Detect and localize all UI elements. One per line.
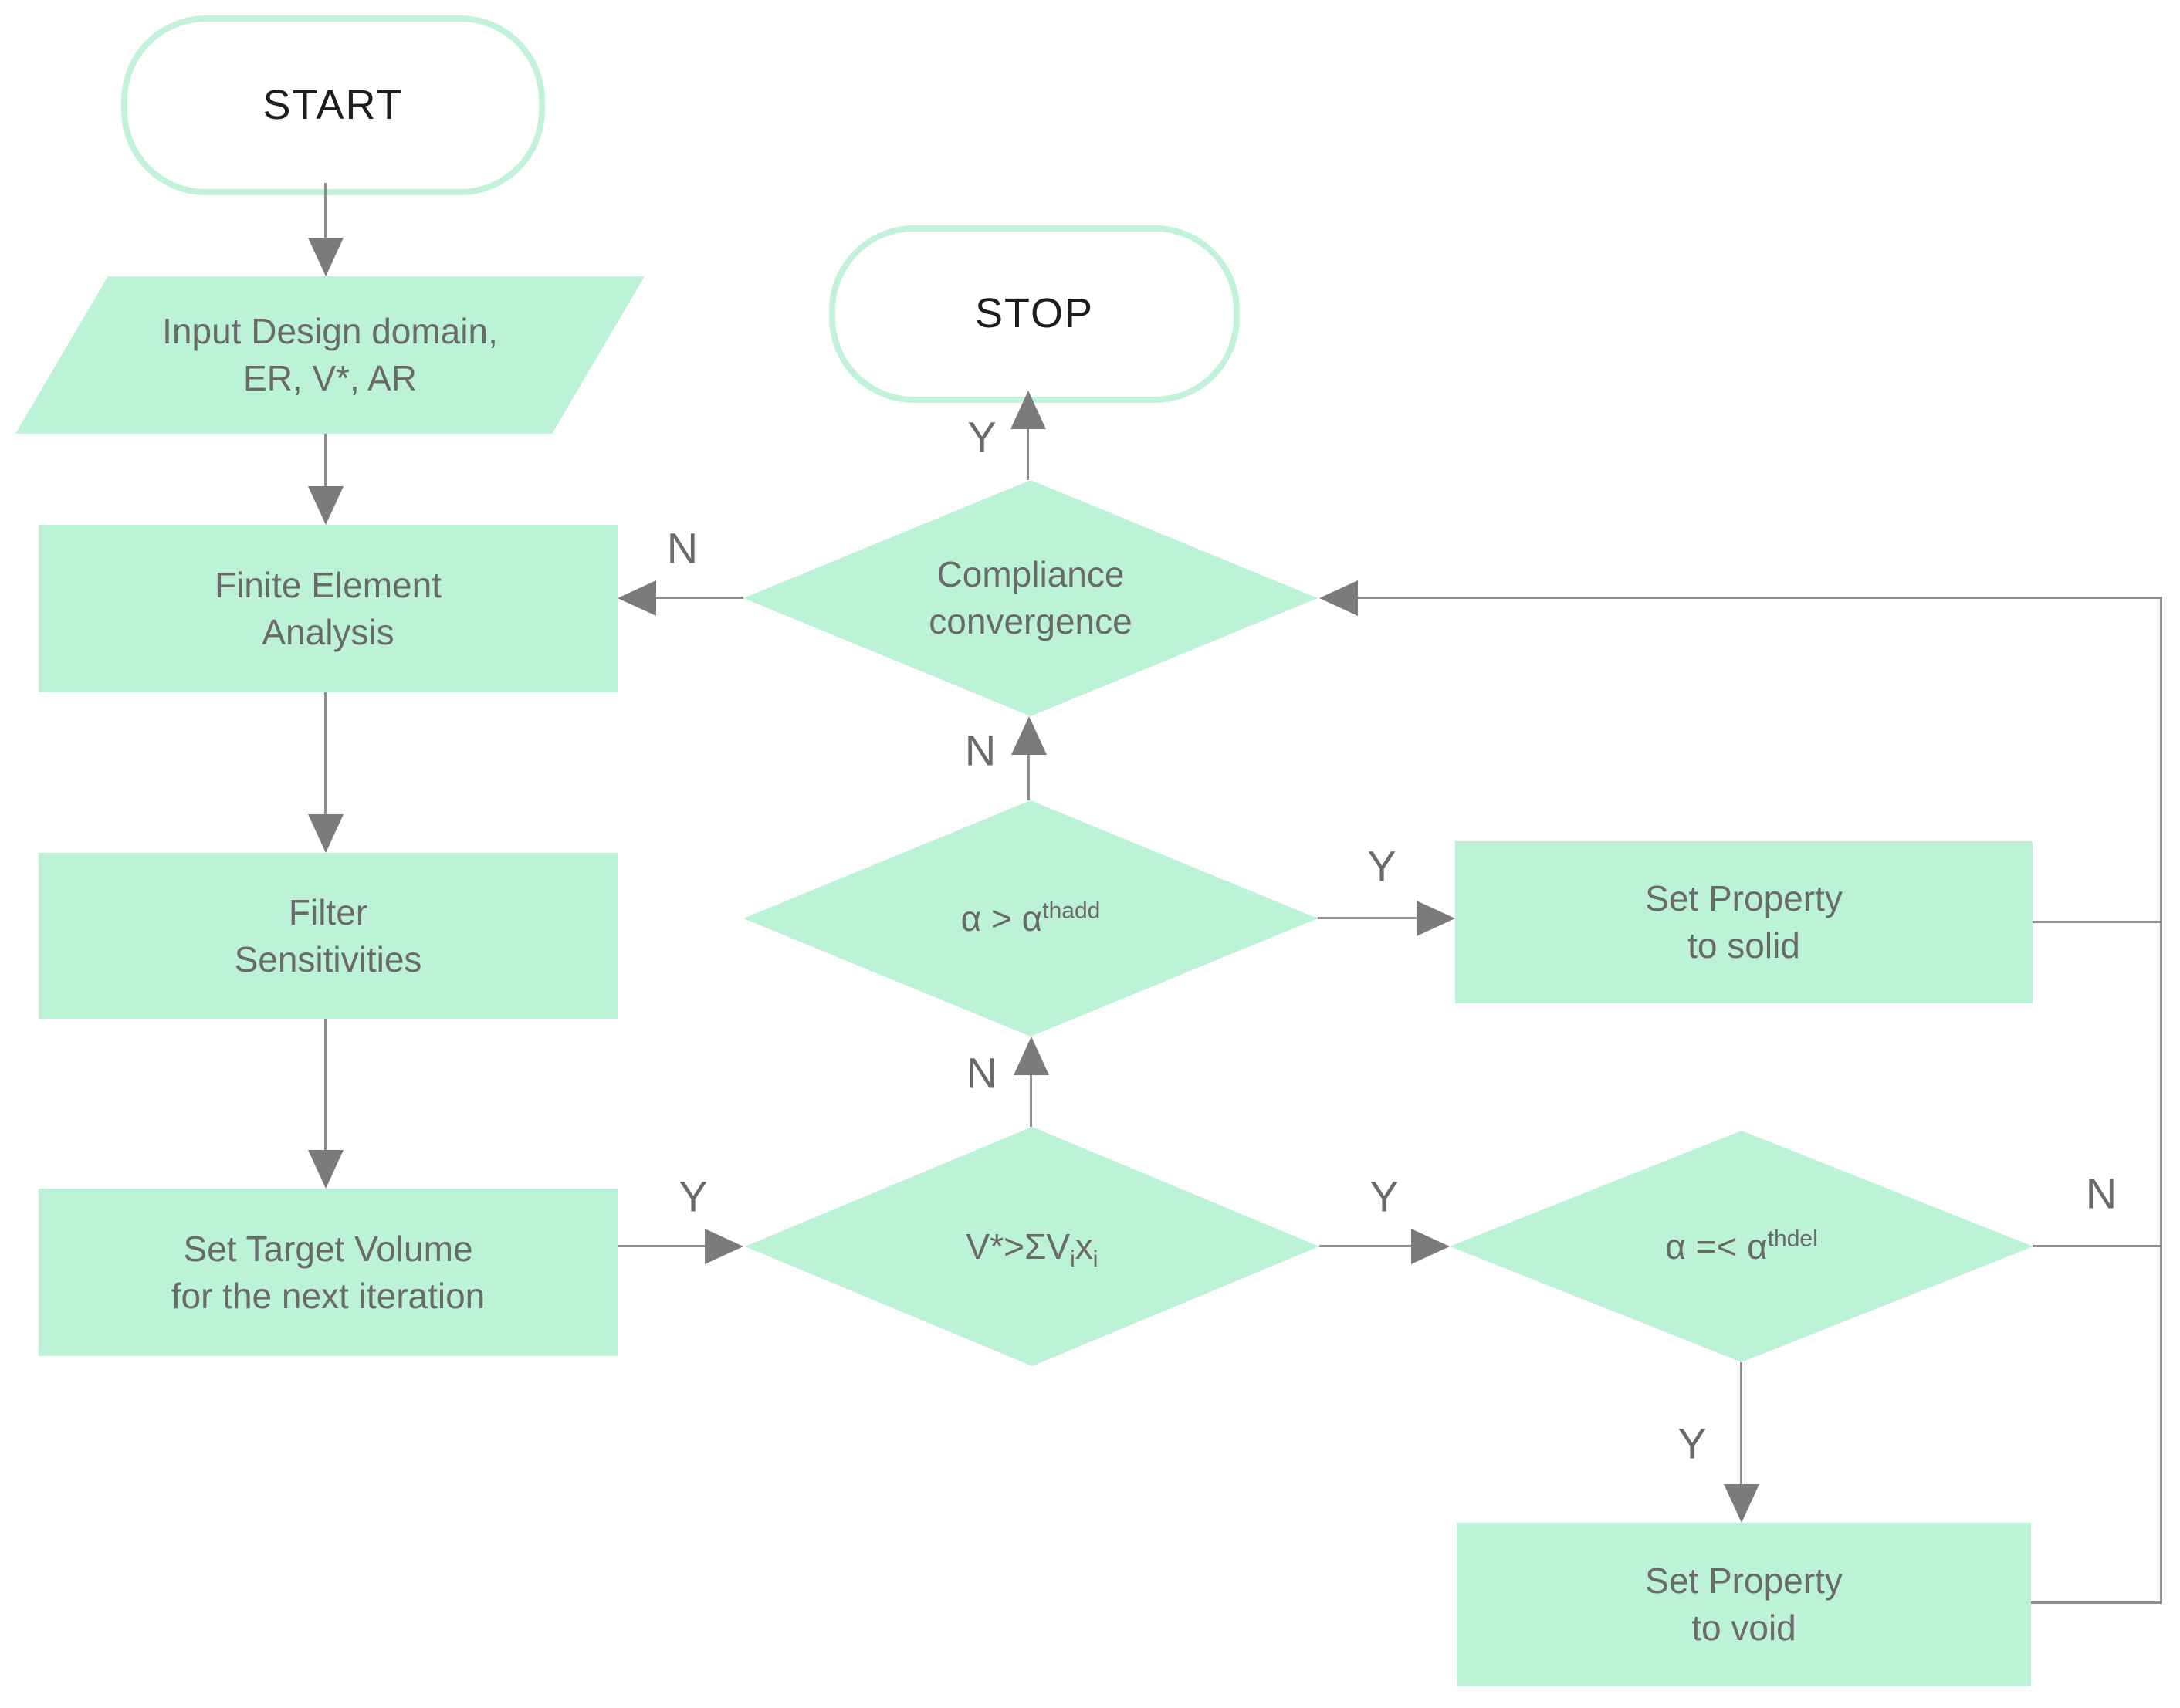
fea-label: Finite Element Analysis: [214, 564, 442, 652]
stop-label: STOP: [974, 290, 1095, 337]
set-void-label: Set Property to void: [1645, 1561, 1843, 1648]
edge-target-to-volume: [618, 1245, 705, 1247]
arrowhead-into-fea: [308, 486, 344, 525]
label-alpha-del-yes: Y: [1677, 1419, 1707, 1468]
edge-fea-to-filter: [324, 692, 327, 816]
edge-alpha-del-yes-to-void: [1740, 1362, 1742, 1484]
label-compliance-no: N: [666, 523, 699, 573]
arrowhead-into-alpha-del-left: [1411, 1229, 1450, 1264]
arrowhead-into-target: [308, 1150, 344, 1189]
edge-alpha-add-no-to-compliance: [1027, 755, 1030, 800]
edge-feedback-to-compliance: [1358, 597, 2161, 599]
node-input-parallelogram: Input Design domain, ER, V*, AR: [15, 276, 645, 434]
input-label: Input Design domain, ER, V*, AR: [162, 311, 498, 398]
arrowhead-into-filter: [308, 814, 344, 853]
edge-void-to-feedback: [2031, 1601, 2162, 1604]
arrowhead-into-stop: [1010, 391, 1046, 429]
edge-start-to-input: [324, 183, 327, 239]
arrowhead-into-void-top: [1724, 1484, 1759, 1523]
start-label: START: [262, 81, 404, 128]
edge-volume-no-to-alpha-add: [1030, 1075, 1032, 1127]
label-volume-no: N: [966, 1048, 998, 1098]
label-alpha-del-no: N: [2085, 1169, 2117, 1218]
arrowhead-into-volume-left: [705, 1229, 743, 1264]
node-target-volume-decision: V*>ΣVixi: [745, 1127, 1319, 1366]
arrowhead-into-alpha-add-bottom: [1014, 1037, 1049, 1075]
edge-feedback-vertical: [2160, 597, 2162, 1604]
filter-label: Filter Sensitivities: [234, 891, 422, 979]
node-compliance-convergence-decision: Compliance convergence: [743, 480, 1318, 716]
compliance-label: Compliance convergence: [929, 554, 1132, 641]
edge-compliance-no-to-fea: [656, 597, 743, 599]
node-alpha-threshold-del-decision: α =< αthdel: [1450, 1131, 2033, 1362]
edge-solid-to-feedback: [2033, 921, 2162, 923]
label-alpha-add-yes: Y: [1367, 841, 1396, 891]
edge-compliance-yes-to-stop: [1027, 429, 1029, 480]
node-stop-terminal: STOP: [829, 225, 1240, 403]
edge-filter-to-target: [324, 1019, 327, 1152]
edge-alpha-del-no-to-feedback: [2033, 1245, 2162, 1247]
node-alpha-threshold-add-decision: α > αthadd: [743, 800, 1318, 1037]
label-set-target-out: Y: [679, 1172, 708, 1221]
arrowhead-into-input: [308, 238, 344, 276]
edge-input-to-fea: [324, 434, 327, 488]
arrowhead-into-compliance-bottom: [1011, 716, 1047, 755]
alpha-add-label: α > αthadd: [960, 898, 1101, 939]
arrowhead-into-compliance-right: [1319, 580, 1358, 616]
alpha-del-label: α =< αthdel: [1665, 1226, 1818, 1267]
volume-check-label: V*>ΣVixi: [966, 1226, 1098, 1272]
node-filter-sensitivities: Filter Sensitivities: [39, 853, 618, 1019]
node-set-property-solid: Set Property to solid: [1455, 841, 2033, 1003]
arrowhead-into-fea-right: [618, 580, 656, 616]
node-set-property-void: Set Property to void: [1457, 1523, 2031, 1686]
set-target-label: Set Target Volume for the next iteration: [171, 1228, 486, 1316]
node-finite-element-analysis: Finite Element Analysis: [39, 525, 618, 692]
edge-volume-yes-to-alpha-del: [1319, 1245, 1411, 1247]
set-solid-label: Set Property to solid: [1645, 878, 1843, 966]
label-compliance-yes: Y: [967, 412, 997, 462]
label-alpha-add-no: N: [964, 725, 997, 775]
edge-alpha-add-yes-to-solid: [1318, 917, 1417, 919]
node-start-terminal: START: [121, 15, 545, 195]
label-volume-yes: Y: [1369, 1172, 1399, 1221]
node-set-target-volume: Set Target Volume for the next iteration: [39, 1189, 618, 1356]
arrowhead-into-solid-left: [1417, 901, 1455, 936]
